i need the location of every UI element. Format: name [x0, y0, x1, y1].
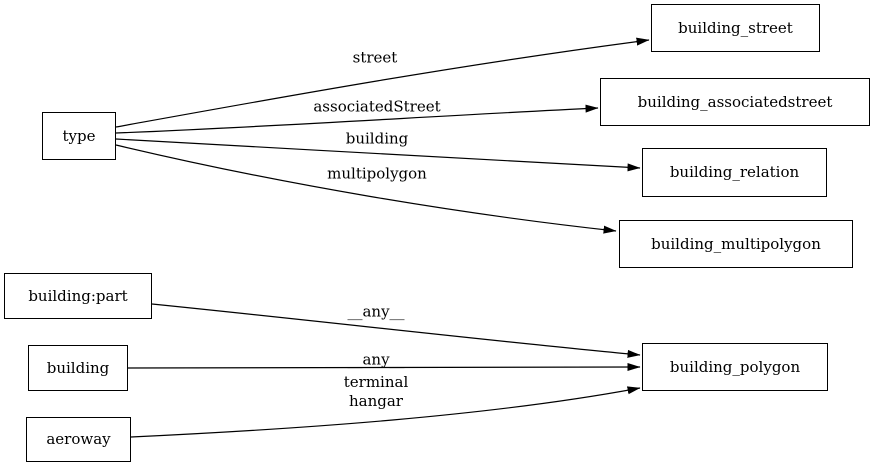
edge-aeroway-to-building-polygon [130, 386, 641, 438]
edge-type-to-building-relation [115, 138, 641, 172]
edge-label-type-to-building-street: street [352, 48, 398, 67]
edge-type-to-building-multipolygon [115, 144, 617, 234]
edge-label-building-to-building-polygon: __any__ [347, 350, 405, 369]
node-building: building [28, 345, 128, 391]
node-type: type [42, 112, 116, 160]
edge-building-part-to-building-polygon [151, 303, 641, 358]
edge-label-type-to-building-relation: building [345, 129, 409, 148]
node-building-associatedstreet: building_associatedstreet [600, 78, 870, 126]
edge-type-to-building-street [115, 37, 650, 128]
edge-type-to-building-associatedstreet [115, 104, 599, 134]
edge-label-building-part-to-building-polygon: __any__ [347, 302, 405, 321]
edge-label-type-to-building-associatedstreet: associatedStreet [313, 97, 441, 116]
edge-label-aeroway-to-building-polygon: terminal hangar [343, 373, 409, 410]
node-building-polygon: building_polygon [642, 343, 828, 391]
node-building-street: building_street [651, 4, 820, 52]
edge-building-to-building-polygon [127, 363, 641, 372]
node-building-multipolygon: building_multipolygon [619, 220, 853, 268]
node-building-part: building:part [4, 273, 152, 319]
node-building-relation: building_relation [642, 148, 827, 197]
edge-label-type-to-building-multipolygon: multipolygon [327, 164, 427, 183]
node-aeroway: aeroway [26, 417, 131, 462]
